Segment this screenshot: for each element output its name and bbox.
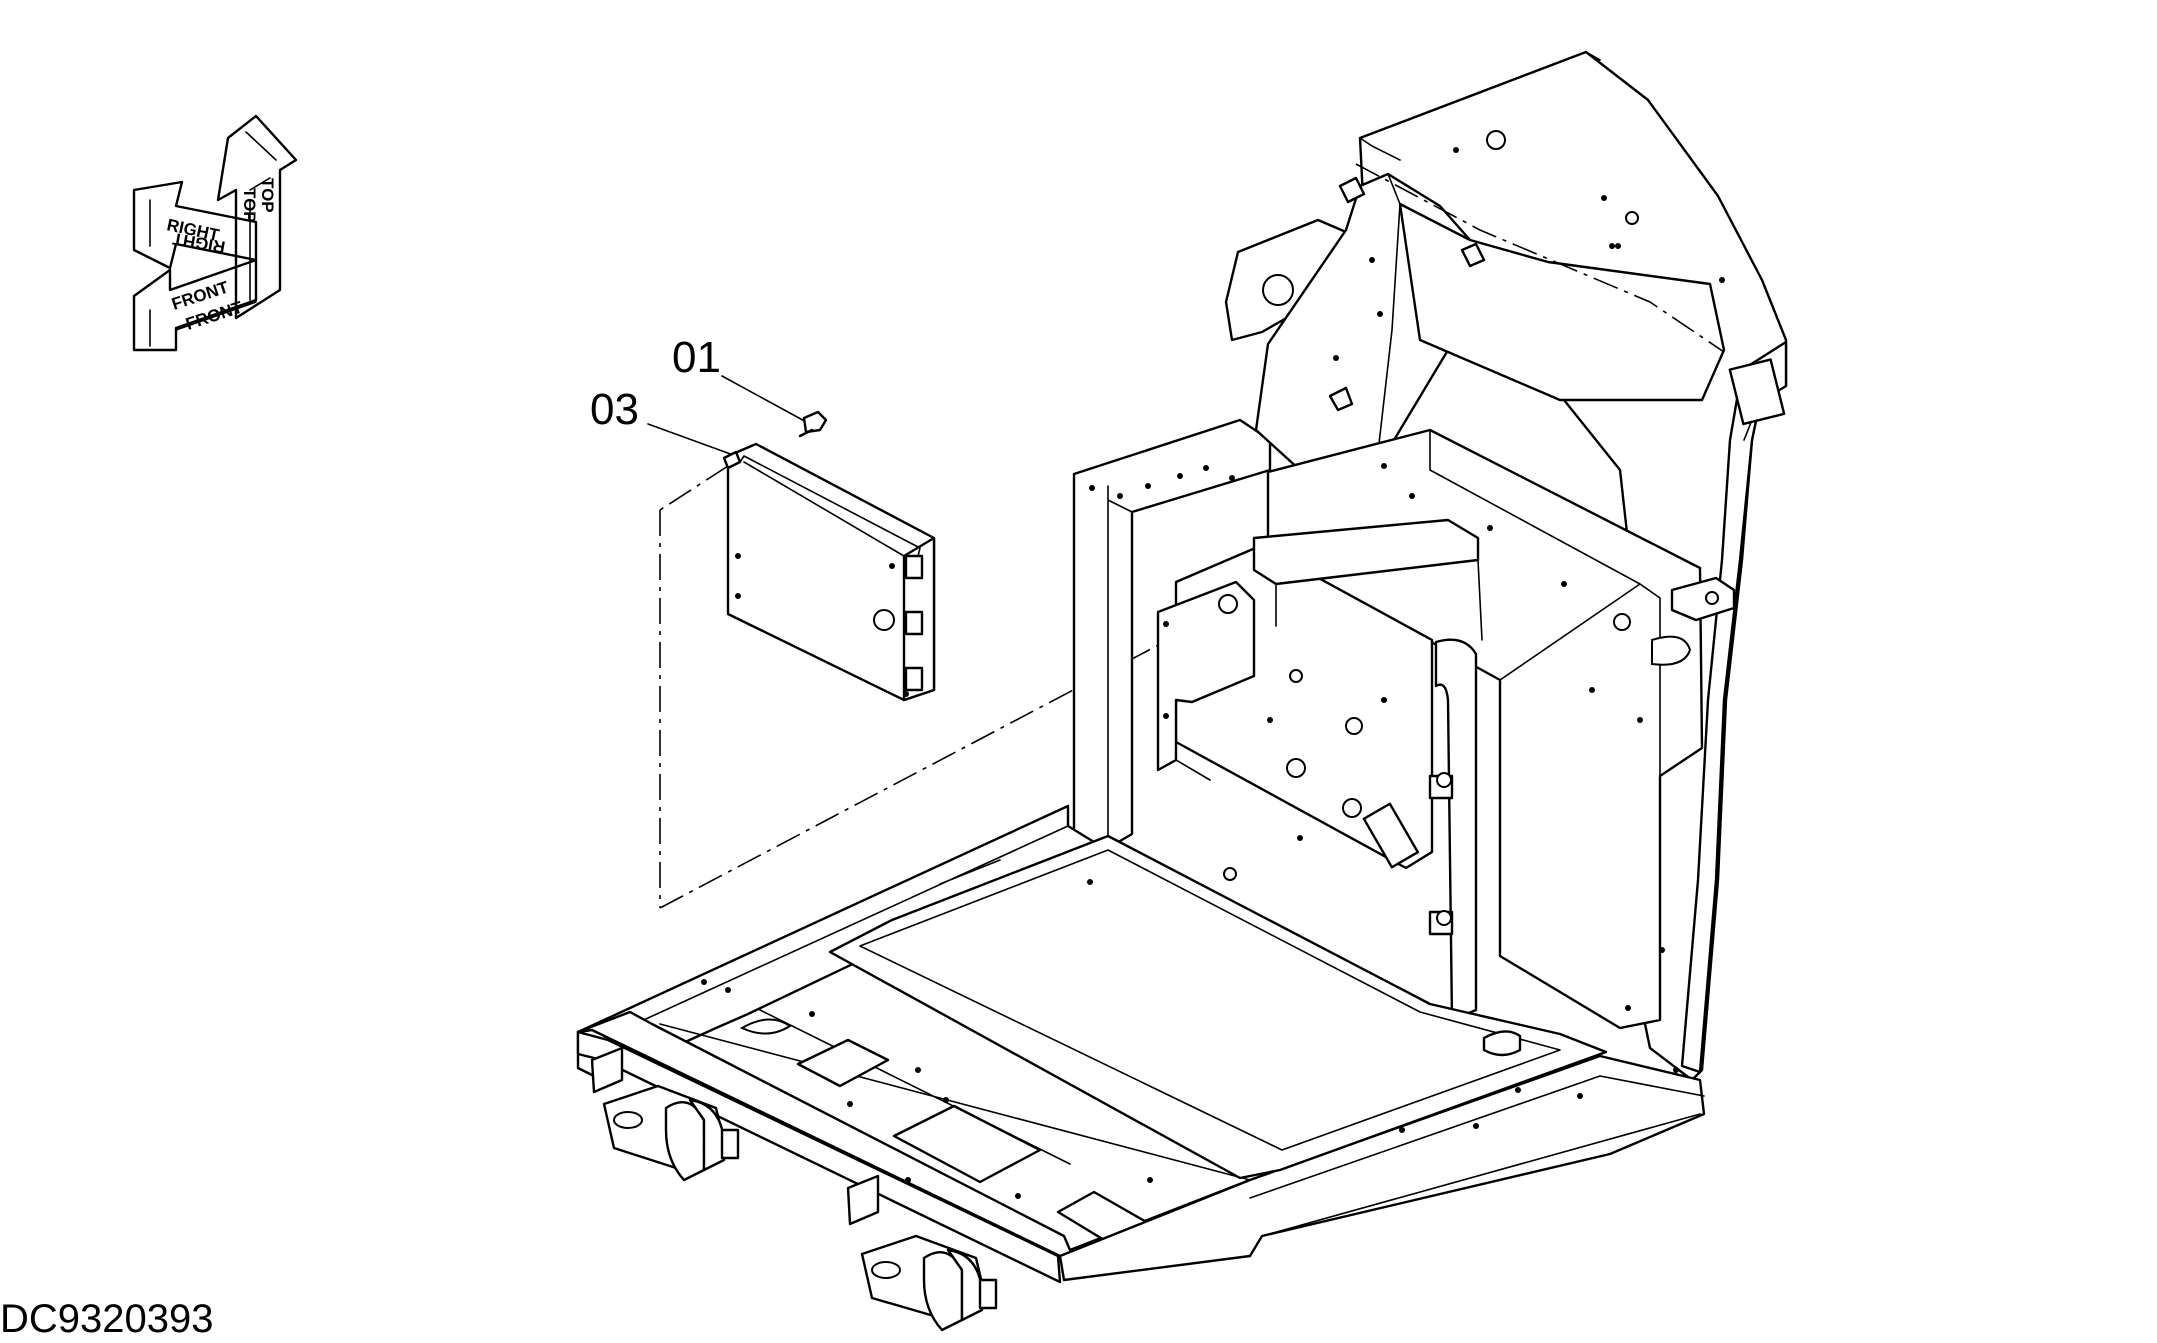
- callout-03: 03: [590, 385, 737, 457]
- callout-01: 01: [672, 333, 811, 425]
- mount-left: [590, 1046, 740, 1182]
- controller-part-03: [722, 442, 936, 702]
- drawing-number: DC9320393: [0, 1297, 214, 1341]
- bolt-part-01: [798, 410, 828, 438]
- callout-01-label: 01: [672, 333, 721, 382]
- callout-03-label: 03: [590, 385, 639, 434]
- mount-right: [846, 1174, 998, 1332]
- machine-frame: [576, 50, 1788, 1332]
- top-label-1: TOP: [258, 178, 277, 213]
- top-label-2: TOP: [240, 188, 259, 223]
- orientation-indicator: TOP TOP RIGHT RIGHT FRONT FRONT: [132, 114, 298, 352]
